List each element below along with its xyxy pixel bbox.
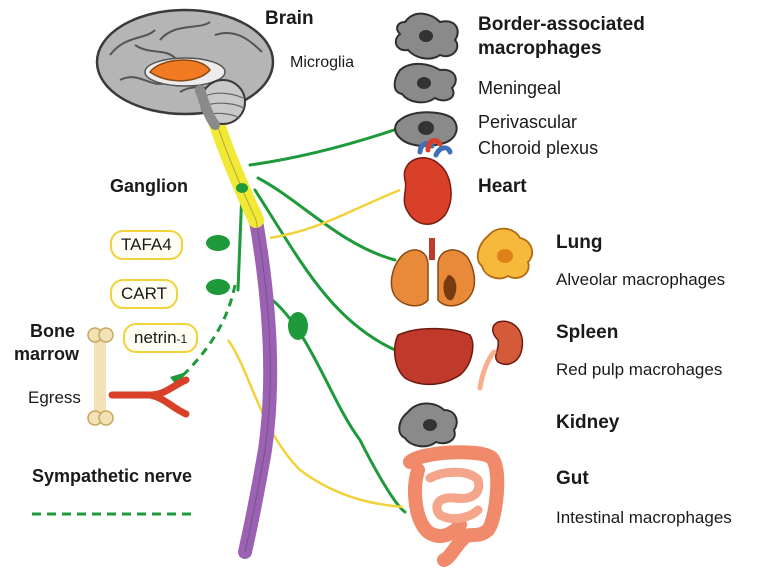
bam-meningeal-label: Meningeal: [478, 78, 562, 98]
egress-label: Egress: [28, 388, 81, 407]
bone-icon: [87, 327, 114, 426]
microglia-label: Microglia: [290, 54, 355, 71]
lungs-icon: [390, 238, 476, 307]
heart-icon: [403, 138, 453, 225]
ganglion-label: Ganglion: [110, 176, 188, 196]
netrin-pill: netrin-1: [123, 323, 199, 353]
bone-marrow-label-line1: Bone: [30, 321, 75, 341]
ganglion-cart: [206, 279, 230, 295]
brainstem: [195, 85, 220, 130]
brain: [95, 8, 275, 130]
corpus-callosum: [148, 59, 211, 82]
bam-choroid-plexus-label: Choroid plexus: [478, 138, 599, 158]
netrin-label: netrin: [134, 328, 177, 347]
cart-pill: CART: [110, 279, 178, 309]
ganglion-small: [236, 183, 248, 193]
bam-title-line1: Border-associated: [478, 14, 645, 35]
heart-label: Heart: [478, 176, 527, 197]
gut-label: Gut: [556, 468, 589, 489]
blood-vessel-icon: [108, 376, 190, 418]
yellow-nerve-to-heart: [269, 188, 401, 240]
bam-title-line2: macrophages: [478, 38, 602, 59]
spinal-cord-purple: [238, 208, 278, 559]
intestinal-macrophages-label: Intestinal macrophages: [556, 508, 732, 527]
bone-marrow-label-line2: marrow: [14, 344, 80, 364]
nerve-to-spleen: [253, 188, 397, 352]
spleen-icon: [393, 327, 474, 386]
nerve-to-bone-marrow-dashed: [176, 284, 237, 382]
ganglion-celiac: [288, 312, 308, 340]
brain-label: Brain: [265, 8, 314, 29]
alveolar-macrophages-label: Alveolar macrophages: [556, 270, 726, 289]
legend-sympathetic-nerve-label: Sympathetic nerve: [32, 466, 193, 486]
nerve-to-lung: [256, 176, 397, 262]
spinal-cord-outline: [214, 117, 271, 553]
egress-arrowhead: [170, 372, 186, 388]
kidney-icon: [477, 320, 524, 391]
yellow-nerve-netrin: [226, 339, 404, 509]
nerve-to-bam: [248, 126, 402, 167]
lung-label: Lung: [556, 232, 603, 253]
gut-icon: [403, 445, 505, 567]
ganglion-tafa4: [206, 235, 230, 251]
red-pulp-macrophages-label: Red pulp macrohages: [556, 360, 723, 379]
bam-perivascular-label: Perivascular: [478, 112, 578, 132]
netrin-suffix: -1: [176, 332, 188, 346]
spleen-label: Spleen: [556, 322, 619, 343]
spinal-cord-yellow: [207, 110, 264, 228]
kidney-label: Kidney: [556, 412, 620, 433]
alveolar-macrophage-icon: [476, 227, 534, 280]
tafa4-pill: TAFA4: [110, 230, 183, 260]
